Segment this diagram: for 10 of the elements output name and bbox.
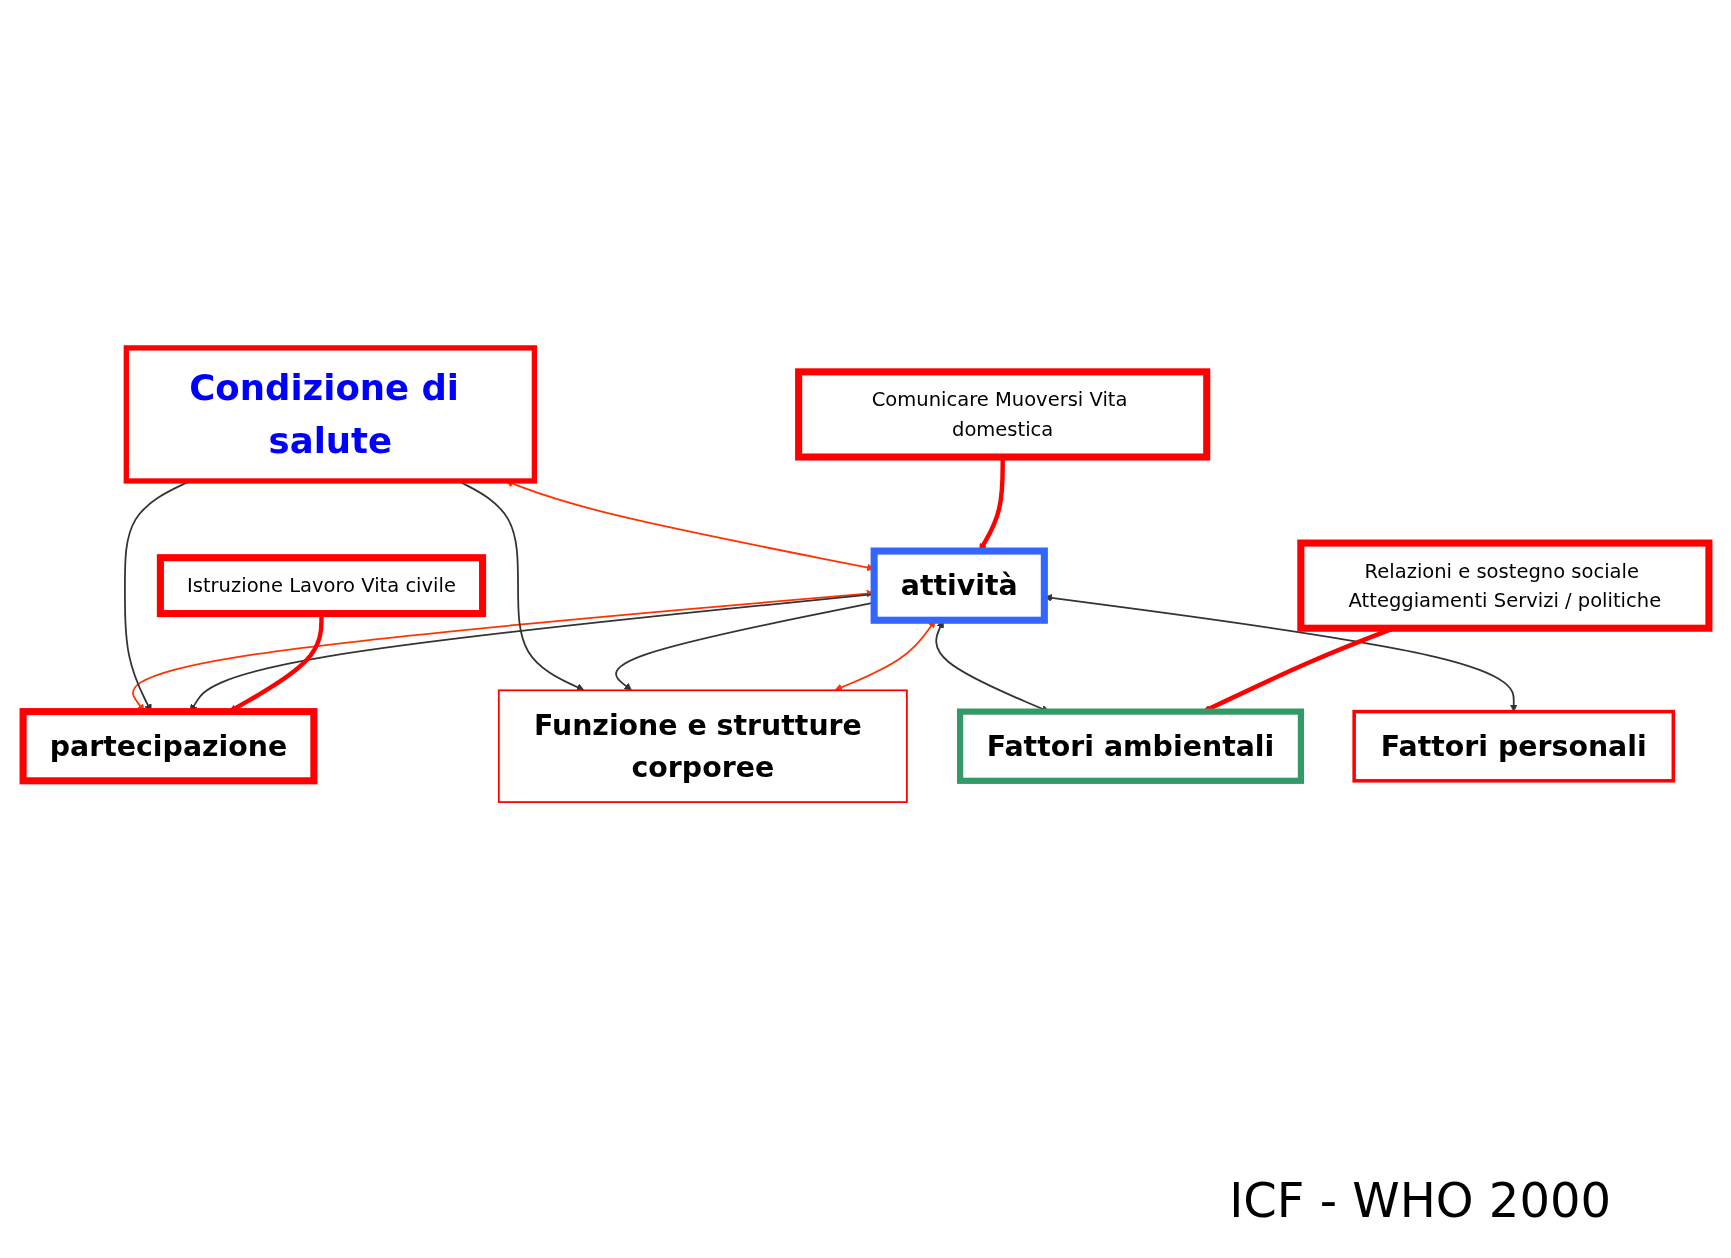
node-box: attività	[870, 547, 1048, 624]
node-box: Funzione e strutture corporee	[497, 689, 908, 803]
node-box: Istruzione Lavoro Vita civile	[156, 554, 486, 618]
node-box: partecipazione	[19, 708, 317, 785]
node-box: Comunicare Muoversi Vita domestica	[794, 368, 1210, 461]
node-box: Relazioni e sostegno sociale Atteggiamenti Servizi / politiche	[1296, 539, 1712, 632]
node-box: Fattori ambientali	[956, 708, 1304, 784]
node-box: Condizione di salute	[123, 345, 537, 484]
node-box: Fattori personali	[1351, 709, 1675, 783]
source-note: ICF - WHO 2000	[1229, 1172, 1611, 1228]
